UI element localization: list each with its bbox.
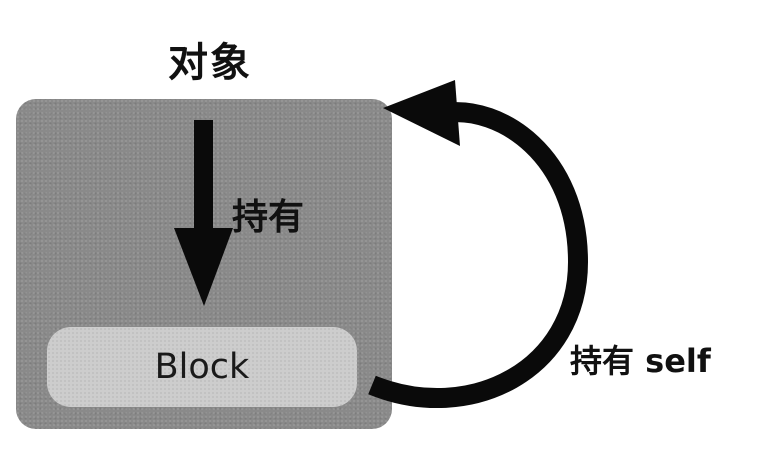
object-title: 对象 bbox=[168, 40, 252, 86]
block-box: Block bbox=[47, 327, 357, 407]
hold-self-arrow bbox=[368, 80, 589, 409]
hold-arrow bbox=[174, 120, 233, 306]
hold-label: 持有 bbox=[232, 197, 305, 238]
hold-self-label: 持有 self bbox=[570, 342, 711, 380]
block-label: Block bbox=[154, 347, 250, 387]
